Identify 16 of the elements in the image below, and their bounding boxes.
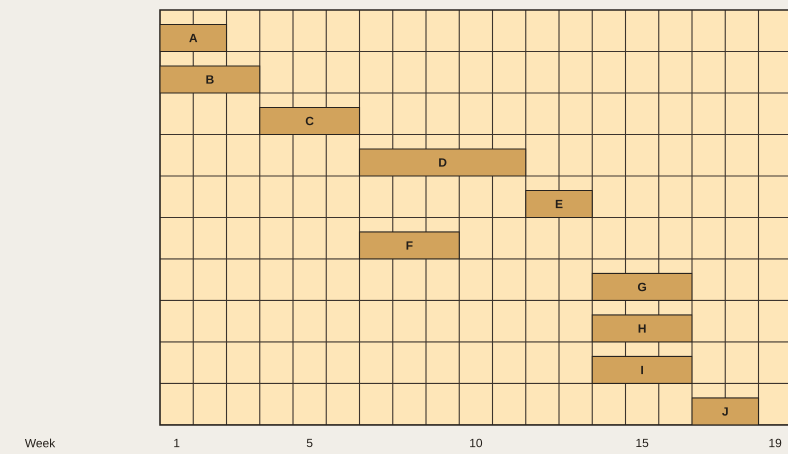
task-bar: G: [592, 272, 693, 302]
task-bar: C: [259, 106, 360, 136]
task-bar: B: [159, 65, 260, 94]
task-bar: A: [159, 24, 228, 52]
week-number: 5: [306, 438, 312, 448]
task-bar: H: [592, 314, 693, 343]
task-bar: E: [525, 190, 593, 218]
task-bar: D: [358, 148, 526, 177]
week-number: 15: [636, 438, 648, 448]
week-number: 19: [769, 438, 782, 448]
week-number: 10: [470, 438, 482, 448]
axis-title: Week: [24, 438, 56, 448]
task-bar: J: [691, 397, 760, 426]
task-bar: F: [358, 231, 460, 260]
task-bar: I: [592, 356, 693, 384]
week-number: 1: [174, 438, 180, 448]
